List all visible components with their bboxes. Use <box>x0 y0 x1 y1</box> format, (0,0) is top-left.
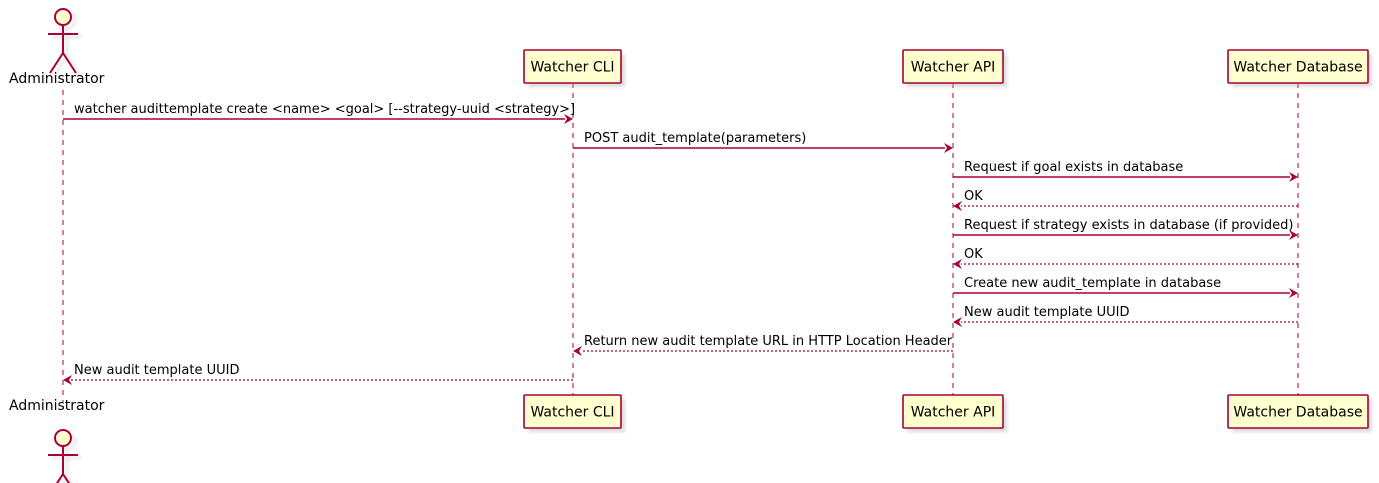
participant-box-watcher-database-top[interactable]: Watcher Database <box>1227 49 1372 87</box>
participant-label-watcher-database: Watcher Database <box>1233 60 1362 76</box>
message-2-post-audit-template-parameters[interactable]: POST audit_template(parameters) <box>573 131 953 153</box>
message-5-request-if-strategy-exists-in-database-i[interactable]: Request if strategy exists in database (… <box>953 218 1298 240</box>
message-label: OK <box>964 247 983 262</box>
message-arrowhead <box>944 143 953 153</box>
message-7-create-new-audit-template-in-database[interactable]: Create new audit_template in database <box>953 276 1298 298</box>
message-arrowhead <box>953 259 962 269</box>
participant-label-watcher-api: Watcher API <box>911 60 996 76</box>
participant-box-rect[interactable] <box>902 49 1004 84</box>
actor-body-icon <box>48 25 78 74</box>
participant-box-watcher-cli-bottom[interactable]: Watcher CLI <box>523 394 625 432</box>
participant-label-watcher-api: Watcher API <box>911 405 996 421</box>
message-3-request-if-goal-exists-in-database[interactable]: Request if goal exists in database <box>953 160 1298 182</box>
message-arrowhead <box>953 317 962 327</box>
messages-group: watcher audittemplate create <name> <goa… <box>63 102 1298 385</box>
message-label: POST audit_template(parameters) <box>584 131 806 146</box>
participant-box-watcher-cli-top[interactable]: Watcher CLI <box>523 49 625 87</box>
actor-shadow-top <box>52 11 82 77</box>
message-arrowhead <box>1289 230 1298 240</box>
message-arrowhead <box>63 375 72 385</box>
actor-head-icon <box>54 429 72 447</box>
participant-box-watcher-api-top[interactable]: Watcher API <box>902 49 1007 87</box>
message-label: watcher audittemplate create <name> <goa… <box>74 102 575 117</box>
participant-box-rect[interactable] <box>1227 394 1369 429</box>
message-10-new-audit-template-uuid[interactable]: New audit template UUID <box>63 363 573 385</box>
participant-box-watcher-database-bottom[interactable]: Watcher Database <box>1227 394 1372 432</box>
message-4-ok[interactable]: OK <box>953 189 1298 211</box>
message-label: Request if goal exists in database <box>964 160 1183 175</box>
participant-label-watcher-cli: Watcher CLI <box>530 60 614 76</box>
actor-label-top: Administrator <box>9 71 105 87</box>
participant-label-watcher-database: Watcher Database <box>1233 405 1362 421</box>
message-label: New audit template UUID <box>74 363 239 378</box>
message-9-return-new-audit-template-url-in-http-lo[interactable]: Return new audit template URL in HTTP Lo… <box>573 334 953 356</box>
actor-label-bottom: Administrator <box>9 398 105 414</box>
actor-figure-bottom <box>48 429 82 483</box>
message-label: New audit template UUID <box>964 305 1129 320</box>
message-arrowhead <box>1289 172 1298 182</box>
participant-box-rect[interactable] <box>902 394 1004 429</box>
message-8-new-audit-template-uuid[interactable]: New audit template UUID <box>953 305 1298 327</box>
participant-box-watcher-api-bottom[interactable]: Watcher API <box>902 394 1007 432</box>
message-label: Return new audit template URL in HTTP Lo… <box>584 334 953 349</box>
actor-body-icon <box>48 446 78 483</box>
participant-label-watcher-cli: Watcher CLI <box>530 405 614 421</box>
actor-head-icon <box>54 8 72 26</box>
message-arrowhead <box>1289 288 1298 298</box>
participant-box-rect[interactable] <box>1227 49 1369 84</box>
actor-figure-top <box>48 8 82 77</box>
message-arrowhead <box>953 201 962 211</box>
message-label: OK <box>964 189 983 204</box>
message-arrowhead <box>573 346 582 356</box>
message-label: Create new audit_template in database <box>964 276 1221 291</box>
message-6-ok[interactable]: OK <box>953 247 1298 269</box>
message-1-watcher-audittemplate-create-name-goal-s[interactable]: watcher audittemplate create <name> <goa… <box>63 102 575 124</box>
message-label: Request if strategy exists in database (… <box>964 218 1293 233</box>
participant-box-rect[interactable] <box>523 49 622 84</box>
lifelines-group <box>62 83 1299 402</box>
participant-box-rect[interactable] <box>523 394 622 429</box>
message-arrowhead <box>564 114 573 124</box>
